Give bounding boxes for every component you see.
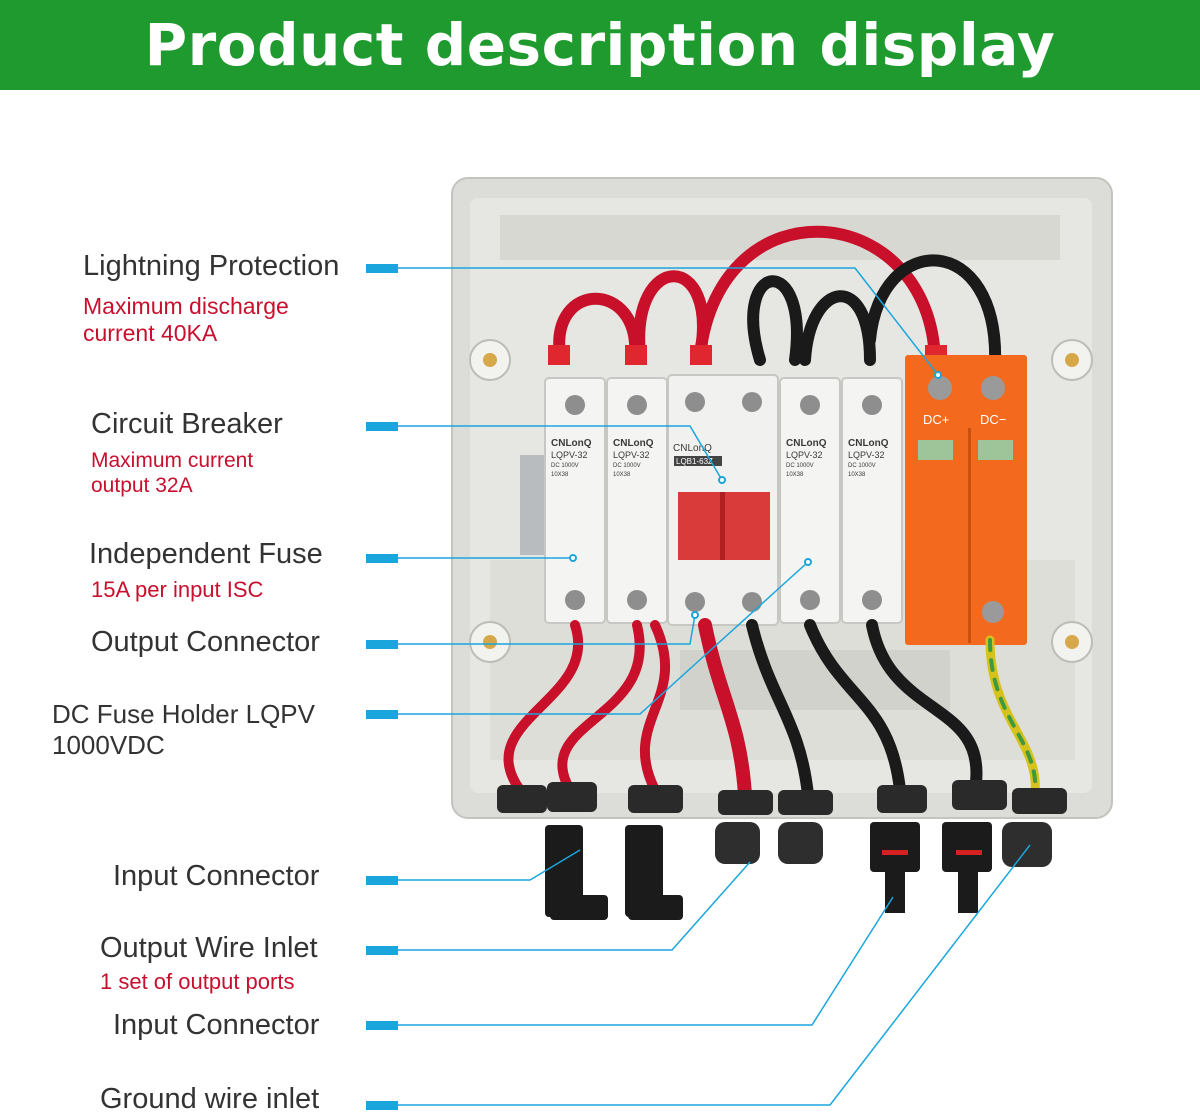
leader-lines: [396, 267, 1031, 1106]
callout-input-connector-2: Input Connector: [113, 1009, 320, 1041]
fuse-model-label: LQPV-32: [848, 450, 885, 460]
fuse-brand-label: CNLonQ: [613, 438, 654, 449]
callout-circuit-breaker: Circuit Breaker: [91, 408, 283, 440]
callout-dc-fuse-holder: DC Fuse Holder LQPV 1000VDC: [52, 699, 315, 760]
fuse-rating-label: DC 1000V: [551, 463, 579, 469]
fuse-size-label: 10X38: [786, 472, 804, 478]
callout-lightning-protection: Lightning Protection: [83, 250, 340, 282]
page-title: Product description display: [144, 11, 1056, 79]
fuse-model-label: LQPV-32: [786, 450, 823, 460]
callout-ground-wire-inlet: Ground wire inlet: [100, 1083, 320, 1115]
callout-circuit-breaker-note: Maximum current output 32A: [91, 449, 254, 497]
callout-output-wire-inlet: Output Wire Inlet: [100, 932, 318, 964]
fuse-model-label: LQPV-32: [551, 450, 588, 460]
callout-independent-fuse-note: 15A per input ISC: [91, 577, 264, 602]
fuse-rating-label: DC 1000V: [613, 463, 641, 469]
spd-negative-label: DC−: [980, 412, 1006, 427]
callout-marker: [366, 264, 398, 273]
breaker-model-label: LQB1-63Z: [676, 457, 713, 466]
callout-marker: [366, 1021, 398, 1030]
spd-positive-label: DC+: [923, 412, 949, 427]
title-banner: Product description display: [0, 0, 1200, 90]
callout-output-wire-inlet-note: 1 set of output ports: [100, 969, 295, 994]
callout-marker: [366, 710, 398, 719]
fuse-size-label: 10X38: [848, 472, 866, 478]
combiner-box-illustration: CNLonQ CNLonQ CNLonQ CNLonQ CNLonQ LQPV-…: [396, 177, 1113, 1106]
surge-protector: [905, 355, 1027, 645]
fuse-size-label: 10X38: [551, 472, 569, 478]
callout-marker: [366, 422, 398, 431]
wires-top: [553, 225, 1002, 371]
fuse-brand-label: CNLonQ: [786, 438, 827, 449]
callout-marker: [366, 1101, 398, 1110]
fuse-brand-label: CNLonQ: [848, 438, 889, 449]
fuse-rating-label: DC 1000V: [786, 463, 814, 469]
mc4-connector: [545, 822, 992, 920]
cable-gland: [497, 780, 1067, 815]
callout-marker: [366, 946, 398, 955]
callout-output-connector: Output Connector: [91, 626, 320, 658]
callout-lightning-protection-note: Maximum discharge current 40KA: [83, 293, 289, 346]
fuse-model-label: LQPV-32: [613, 450, 650, 460]
callout-marker: [366, 554, 398, 563]
fuse-brand-label: CNLonQ: [551, 438, 592, 449]
callout-marker: [366, 876, 398, 885]
callout-marker: [366, 640, 398, 649]
callout-independent-fuse: Independent Fuse: [89, 538, 323, 570]
callout-input-connector-1: Input Connector: [113, 860, 320, 892]
fuse-size-label: 10X38: [613, 472, 631, 478]
fuse-rating-label: DC 1000V: [848, 463, 876, 469]
fuse-holder: [544, 377, 903, 624]
breaker-brand-label: CNLonQ: [673, 443, 712, 454]
